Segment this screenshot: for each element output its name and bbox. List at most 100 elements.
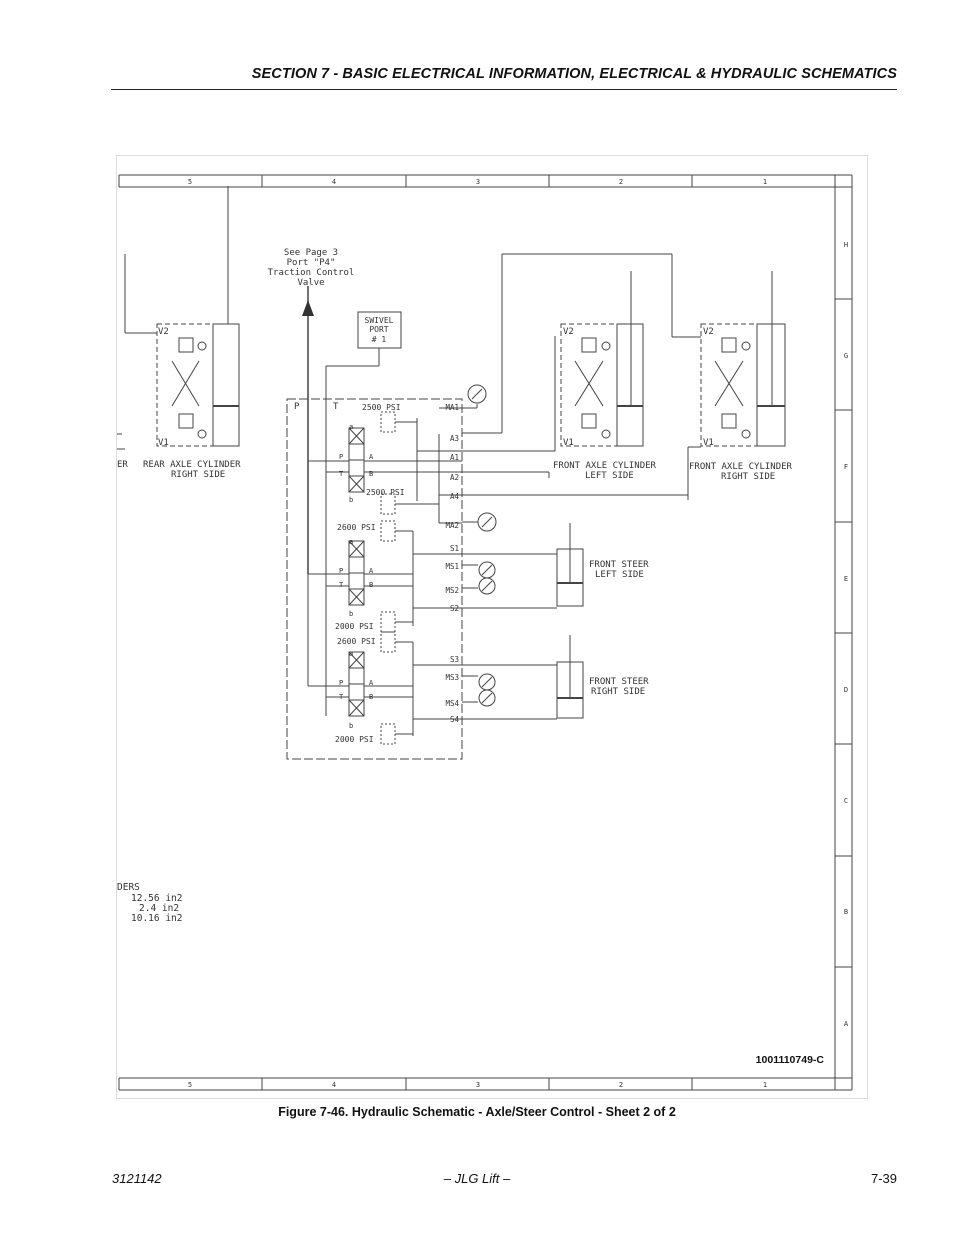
steer1-a: A [369, 567, 374, 575]
axle-valve [308, 427, 417, 493]
port-a3: A3 [450, 434, 459, 443]
zone-row-d: D [844, 686, 848, 694]
relief-steer2-top: 2600 PSI [337, 637, 376, 646]
swivel-label-2: PORT [369, 325, 388, 334]
port-a1: A1 [450, 453, 459, 462]
axle-p: P [339, 453, 343, 461]
steer2-b: B [369, 693, 373, 701]
steer2-b-lower: b [349, 722, 353, 730]
figure-caption: Figure 7-46. Hydraulic Schematic - Axle/… [278, 1105, 676, 1119]
zone-col-2: 2 [619, 178, 623, 186]
zone-col-4-bottom: 4 [332, 1081, 336, 1089]
port-ms3: MS3 [445, 673, 459, 682]
port-s4: S4 [450, 715, 460, 724]
zone-labels: 5 4 3 2 1 5 4 3 2 1 H G F E D C B A [188, 178, 849, 1089]
steer1-p: P [339, 567, 343, 575]
zone-col-4: 4 [332, 178, 336, 186]
zone-row-e: E [844, 575, 848, 583]
axle-t: T [339, 470, 344, 478]
rear-partial-label: ER [117, 460, 128, 470]
zone-row-h: H [844, 241, 848, 249]
steer-valve-1 [308, 540, 413, 606]
gauge-ma2 [477, 512, 497, 532]
zone-row-b: B [844, 908, 848, 916]
relief-steer1-top: 2600 PSI [337, 523, 376, 532]
footer-center: – JLG Lift – [443, 1171, 511, 1186]
section-title: SECTION 7 - BASIC ELECTRICAL INFORMATION… [251, 66, 897, 82]
areas-heading: DERS [117, 882, 140, 893]
area-value-1: 12.56 in2 [131, 893, 182, 904]
rear-axle-label-1: REAR AXLE CYLINDER [143, 460, 241, 470]
port-ma2: MA2 [445, 521, 459, 530]
port-ms4: MS4 [445, 699, 459, 708]
zone-col-3: 3 [476, 178, 480, 186]
zone-row-g: G [844, 352, 848, 360]
gauge-ms4 [478, 689, 496, 707]
port-a2: A2 [450, 473, 459, 482]
schematic-figure: 5 4 3 2 1 5 4 3 2 1 H G F E D C B A See … [116, 155, 868, 1099]
steer2-a: A [369, 679, 374, 687]
port-a4: A4 [450, 492, 460, 501]
steer2-a-lower: a [349, 650, 353, 658]
relief-axle-top: 2500 PSI [362, 403, 401, 412]
steer1-b: B [369, 581, 373, 589]
footer-doc-number: 3121142 [112, 1171, 162, 1186]
steer-cylinder-left [556, 523, 584, 607]
steer2-p: P [339, 679, 343, 687]
area-value-2: 2.4 in2 [139, 903, 179, 914]
header-rule [111, 89, 897, 90]
manifold-port-t: T [333, 402, 339, 412]
steer1-t: T [339, 581, 344, 589]
front-left-label-2: LEFT SIDE [585, 471, 634, 481]
axle-a-lower: a [349, 423, 353, 431]
front-axle-cylinder-right [700, 271, 786, 447]
zone-col-1: 1 [763, 178, 767, 186]
steer1-a-lower: a [349, 538, 353, 546]
zone-col-5: 5 [188, 178, 192, 186]
valve-manifold [286, 398, 463, 760]
footer-page-number: 7-39 [870, 1171, 897, 1186]
gauge-ms2 [478, 577, 496, 595]
traction-note-line4: Valve [297, 278, 324, 288]
zone-row-a: A [844, 1020, 849, 1028]
relief-steer1-bottom: 2000 PSI [335, 622, 374, 631]
zone-col-5-bottom: 5 [188, 1081, 192, 1089]
zone-row-f: F [844, 463, 848, 471]
port-ma1: MA1 [445, 403, 459, 412]
traction-note-line3: Traction Control [268, 268, 355, 278]
steer-left-label-1: FRONT STEER [589, 560, 649, 570]
axle-a: A [369, 453, 374, 461]
traction-note: See Page 3 Port "P4" Traction Control Va… [268, 248, 355, 288]
steer1-b-lower: b [349, 610, 353, 618]
swivel-label-1: SWIVEL [365, 316, 394, 325]
gauge-ma1 [467, 384, 487, 404]
swivel-label-3: # 1 [372, 335, 387, 344]
front-right-label-1: FRONT AXLE CYLINDER [689, 462, 793, 472]
port-ms1: MS1 [445, 562, 459, 571]
traction-note-line2: Port "P4" [287, 258, 336, 268]
zone-row-c: C [844, 797, 848, 805]
steer2-t: T [339, 693, 344, 701]
port-s1: S1 [450, 544, 459, 553]
port-s2: S2 [450, 604, 459, 613]
steer-valve-2 [308, 651, 413, 717]
traction-note-line1: See Page 3 [284, 248, 338, 258]
front-axle-cylinder-left [560, 271, 644, 447]
relief-steer2-bottom: 2000 PSI [335, 735, 374, 744]
manifold-port-p: P [294, 402, 300, 412]
front-right-v2: V2 [703, 327, 714, 337]
steer-right-label-2: RIGHT SIDE [591, 687, 645, 697]
front-left-v1: V1 [563, 438, 574, 448]
axle-b: B [369, 470, 373, 478]
area-value-3: 10.16 in2 [131, 913, 182, 924]
port-ms2: MS2 [445, 586, 459, 595]
steer-right-label-1: FRONT STEER [589, 677, 649, 687]
relief-axle-mid: 2500 PSI [366, 488, 405, 497]
zone-col-3-bottom: 3 [476, 1081, 480, 1089]
port-s3: S3 [450, 655, 459, 664]
front-right-v1: V1 [703, 438, 714, 448]
rear-v2: V2 [158, 327, 169, 337]
front-left-label-1: FRONT AXLE CYLINDER [553, 461, 657, 471]
steer-left-label-2: LEFT SIDE [595, 570, 644, 580]
rear-axle-label-2: RIGHT SIDE [171, 470, 225, 480]
